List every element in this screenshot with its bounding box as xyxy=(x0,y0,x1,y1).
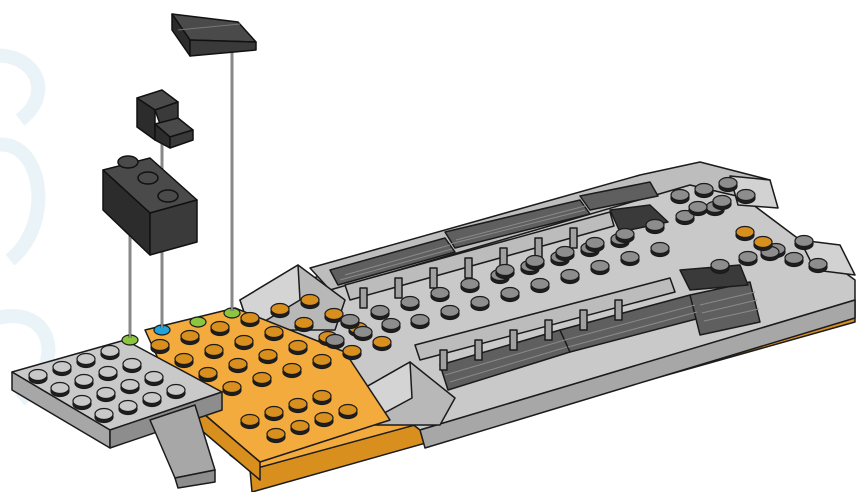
stud-top xyxy=(265,407,283,418)
stud-top xyxy=(711,260,729,271)
stud-top xyxy=(123,359,141,370)
stud-top xyxy=(211,322,229,333)
stud-top xyxy=(99,367,117,378)
stud-top xyxy=(471,297,489,308)
stud-top xyxy=(809,259,827,270)
stud-top xyxy=(621,252,639,263)
stud-top xyxy=(229,359,247,370)
stud-top xyxy=(241,313,259,324)
stud-top xyxy=(556,247,574,258)
stud-top xyxy=(531,279,549,290)
stud-top xyxy=(241,415,259,426)
stud-top xyxy=(119,401,137,412)
stud-top xyxy=(223,382,241,393)
stud-top xyxy=(713,196,731,207)
stud-top xyxy=(51,383,69,394)
stud-top xyxy=(313,391,331,402)
stud-top xyxy=(736,227,754,238)
stud-top xyxy=(343,346,361,357)
stud-top xyxy=(785,253,803,264)
stud-top xyxy=(289,399,307,410)
stud-top xyxy=(651,243,669,254)
stud-top xyxy=(181,331,199,342)
stud-top xyxy=(313,355,331,366)
stud-top xyxy=(646,220,664,231)
stud-top xyxy=(235,336,253,347)
stud-top xyxy=(754,237,772,248)
stud-top xyxy=(737,190,755,201)
stud-top xyxy=(301,295,319,306)
stud-top xyxy=(501,288,519,299)
stud-top xyxy=(101,346,119,357)
stud-top xyxy=(689,202,707,213)
stud-top xyxy=(145,372,163,383)
stud-top xyxy=(325,309,343,320)
stud-top xyxy=(253,373,271,384)
stud-top xyxy=(271,304,289,315)
stud-top xyxy=(75,375,93,386)
stud-top xyxy=(97,388,115,399)
stud-top xyxy=(354,327,372,338)
stud-top xyxy=(77,354,95,365)
stud-top xyxy=(382,319,400,330)
background-watermark xyxy=(0,55,48,400)
stud-top xyxy=(616,229,634,240)
stud-top xyxy=(326,335,344,346)
stud-top xyxy=(29,370,47,381)
stud-top xyxy=(283,364,301,375)
stud-top xyxy=(267,429,285,440)
stud-top xyxy=(496,265,514,276)
stud-top xyxy=(291,421,309,432)
stud-top xyxy=(341,315,359,326)
stud-top xyxy=(167,385,185,396)
stud-top xyxy=(461,279,479,290)
stud-top xyxy=(289,341,307,352)
stud-top xyxy=(671,190,689,201)
stud-top xyxy=(695,184,713,195)
stud-top xyxy=(339,405,357,416)
stud-top xyxy=(739,252,757,263)
stud-top xyxy=(53,362,71,373)
stud-top xyxy=(795,236,813,247)
stud-top xyxy=(586,238,604,249)
part-1x1-bracket xyxy=(137,90,193,148)
stud-top xyxy=(265,327,283,338)
stud-top xyxy=(121,380,139,391)
stud-top xyxy=(73,396,91,407)
stud-top xyxy=(371,306,389,317)
stud-top xyxy=(373,337,391,348)
stud-top xyxy=(151,340,169,351)
stud-top xyxy=(259,350,277,361)
stud-top xyxy=(199,368,217,379)
stud-top xyxy=(431,288,449,299)
stud-top xyxy=(295,318,313,329)
stud-top xyxy=(441,306,459,317)
stud-top xyxy=(719,178,737,189)
stud-top xyxy=(315,413,333,424)
part-1x3-brick xyxy=(103,156,197,255)
stud-top xyxy=(591,261,609,272)
stud-top xyxy=(561,270,579,281)
stud-top xyxy=(205,345,223,356)
marker-green-2 xyxy=(190,317,206,327)
part-1x2-slope-tile xyxy=(172,14,256,56)
stud-top xyxy=(411,315,429,326)
stud-top xyxy=(401,297,419,308)
stud-top xyxy=(143,393,161,404)
stud-top xyxy=(175,354,193,365)
stud-top xyxy=(526,256,544,267)
stud-top xyxy=(95,409,113,420)
